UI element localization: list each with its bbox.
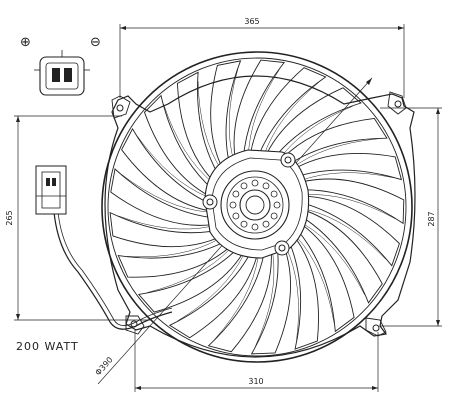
fan-blade-edge xyxy=(285,247,299,341)
dimension-bottom xyxy=(134,330,379,392)
negative-terminal-icon: ⊖ xyxy=(90,35,101,50)
fan-blade-edge xyxy=(121,174,208,213)
fan-blade-edge xyxy=(299,172,393,182)
fan-blade xyxy=(143,94,223,203)
rotor-hole xyxy=(232,190,240,198)
fan-blade xyxy=(117,235,240,278)
fan-blade xyxy=(259,87,362,173)
rotor-hole xyxy=(240,220,248,228)
fan-blade xyxy=(137,240,250,313)
fan-blade xyxy=(286,178,405,225)
fan-blade xyxy=(207,239,272,353)
fan-blade xyxy=(290,195,400,267)
fan-blade xyxy=(233,59,286,177)
rotor-hole xyxy=(262,182,270,190)
fan-blade xyxy=(121,127,222,213)
fan-blade-edge xyxy=(306,209,386,260)
fan-blade-edge xyxy=(197,81,223,172)
fan-blade xyxy=(109,211,232,248)
connector-plug-icon xyxy=(34,50,90,96)
rotor-hole xyxy=(232,212,240,220)
fan-blade-edge xyxy=(147,248,231,293)
fan-blade-edge xyxy=(163,104,214,184)
fan-blade-edge xyxy=(228,69,239,163)
fan-blade xyxy=(248,67,327,173)
fan-blade xyxy=(278,152,403,183)
fan-blade-edge xyxy=(262,82,319,158)
rotor-hole xyxy=(251,179,259,187)
fan-blade-edge xyxy=(248,69,280,158)
fan-blade xyxy=(269,117,388,176)
fan-ring-inner xyxy=(107,57,407,357)
positive-terminal-icon: ⊕ xyxy=(20,35,31,50)
rotor-hole xyxy=(270,212,278,220)
fan-blade xyxy=(292,206,383,304)
fan-blade-edge xyxy=(255,254,275,347)
dimension-top-label: 365 xyxy=(244,17,259,26)
dimension-left xyxy=(14,115,150,321)
fan-blade-edge xyxy=(127,238,219,258)
fan-blade xyxy=(289,216,355,333)
rotor-hole xyxy=(270,190,278,198)
fan-blade-edge xyxy=(137,136,209,198)
fan-blade-edge xyxy=(289,138,379,170)
fan-blades xyxy=(109,59,405,355)
power-cable xyxy=(53,211,173,330)
fan-blade-edge xyxy=(118,215,211,230)
fan-blade xyxy=(210,60,242,184)
fan-side-connector xyxy=(35,165,67,215)
dimension-top xyxy=(119,24,405,98)
rotor-holes xyxy=(229,179,281,231)
hub-shaft xyxy=(245,195,265,215)
dimension-right-label: 287 xyxy=(427,211,436,226)
fan-blade xyxy=(176,71,228,193)
rotor-hole xyxy=(229,201,237,209)
fan-blade xyxy=(110,168,226,226)
fan-blade-edge xyxy=(177,254,244,322)
rotor-hole xyxy=(251,223,259,231)
fan-blade xyxy=(168,242,261,339)
fan-blade-edge xyxy=(303,223,365,296)
fan-ring-outer xyxy=(101,51,413,363)
rotor-ring xyxy=(226,176,284,234)
dimension-bottom-label: 310 xyxy=(248,377,263,386)
rotor-hole xyxy=(240,182,248,190)
fan-blade-edge xyxy=(214,256,259,340)
dimension-left-label: 265 xyxy=(5,210,14,225)
rotor-hole xyxy=(273,201,281,209)
fan-blade-edge xyxy=(296,237,335,323)
hub-center xyxy=(239,189,271,221)
dimension-diameter-label: Φ390 xyxy=(94,355,115,377)
fan-blade xyxy=(250,234,291,355)
fan-blade-edge xyxy=(305,194,396,220)
rotor-hole xyxy=(262,220,270,228)
power-rating-label: 200 WATT xyxy=(16,340,79,353)
fan-blade xyxy=(283,226,319,350)
